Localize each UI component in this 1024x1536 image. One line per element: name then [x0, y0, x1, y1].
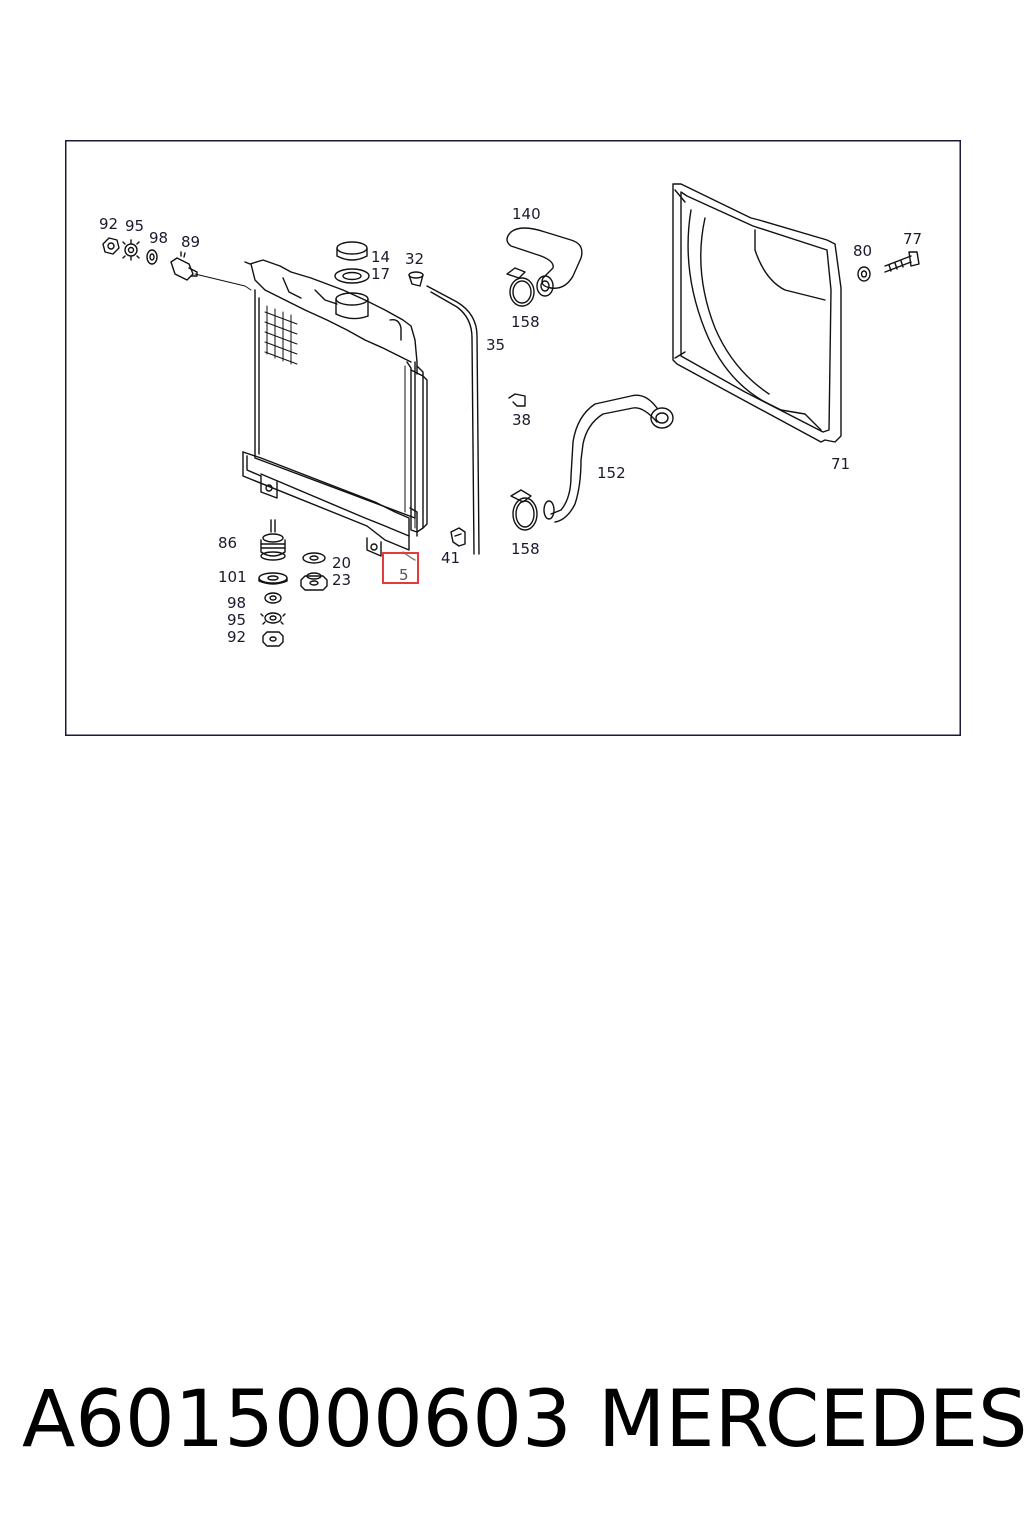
fan-shroud-71 [672, 183, 842, 443]
clip-38 [508, 393, 526, 407]
callout-41: 41 [441, 549, 460, 567]
callout-140: 140 [512, 205, 541, 223]
hose-152 [543, 394, 674, 523]
callout-77: 77 [903, 230, 922, 248]
callout-80: 80 [853, 242, 872, 260]
highlight-box [382, 552, 419, 584]
washer-80 [857, 266, 871, 282]
clamp-158-lower [510, 489, 538, 531]
callout-89: 89 [181, 233, 200, 251]
callout-101: 101 [218, 568, 247, 586]
callout-98-lower: 98 [227, 594, 246, 612]
bolt-77 [884, 251, 920, 273]
callout-20: 20 [332, 554, 351, 572]
callout-14: 14 [371, 248, 390, 266]
lockwasher-95-lower [260, 612, 286, 625]
callout-38: 38 [512, 411, 531, 429]
fitting-32 [408, 271, 424, 287]
callout-98-upper: 98 [149, 229, 168, 247]
parts-diagram: 92 95 98 89 14 17 32 140 158 35 80 77 38… [65, 140, 961, 736]
callout-92-lower: 92 [227, 628, 246, 646]
callout-152: 152 [597, 464, 626, 482]
part-number: A6015000603 [22, 1375, 572, 1465]
callout-86: 86 [218, 534, 237, 552]
callout-5: 5 [399, 566, 409, 584]
callout-23: 23 [332, 571, 351, 589]
rubber-mount-86 [260, 519, 286, 561]
diagram-border [65, 140, 961, 736]
cap-14 [336, 241, 368, 261]
nut-92-lower [262, 631, 284, 647]
overflow-hose-35 [426, 285, 480, 555]
radiator [194, 259, 428, 557]
washer-20 [302, 552, 326, 564]
clip-41 [450, 527, 466, 547]
callout-92-upper: 92 [99, 215, 118, 233]
washer-98-lower [264, 592, 282, 604]
callout-71: 71 [831, 455, 850, 473]
nut-92-upper [102, 237, 120, 255]
callout-32: 32 [405, 250, 424, 268]
callout-158-upper: 158 [511, 313, 540, 331]
callout-158-lower: 158 [511, 540, 540, 558]
callouts: 92 95 98 89 14 17 32 140 158 35 80 77 38… [99, 205, 922, 646]
callout-35: 35 [486, 336, 505, 354]
washer-98-upper [146, 249, 158, 265]
clamp-158-upper [506, 267, 535, 307]
nut-23 [300, 572, 328, 591]
washer-101 [258, 572, 288, 585]
rubber-mount-89 [170, 251, 198, 281]
callout-17: 17 [371, 265, 390, 283]
callout-95-upper: 95 [125, 217, 144, 235]
seal-17 [334, 268, 370, 284]
footer: A6015000603 MERCEDES [0, 1360, 1024, 1480]
callout-95-lower: 95 [227, 611, 246, 629]
brand-name: MERCEDES [598, 1375, 1024, 1465]
hose-140 [506, 227, 583, 297]
lockwasher-95-upper [122, 239, 140, 261]
